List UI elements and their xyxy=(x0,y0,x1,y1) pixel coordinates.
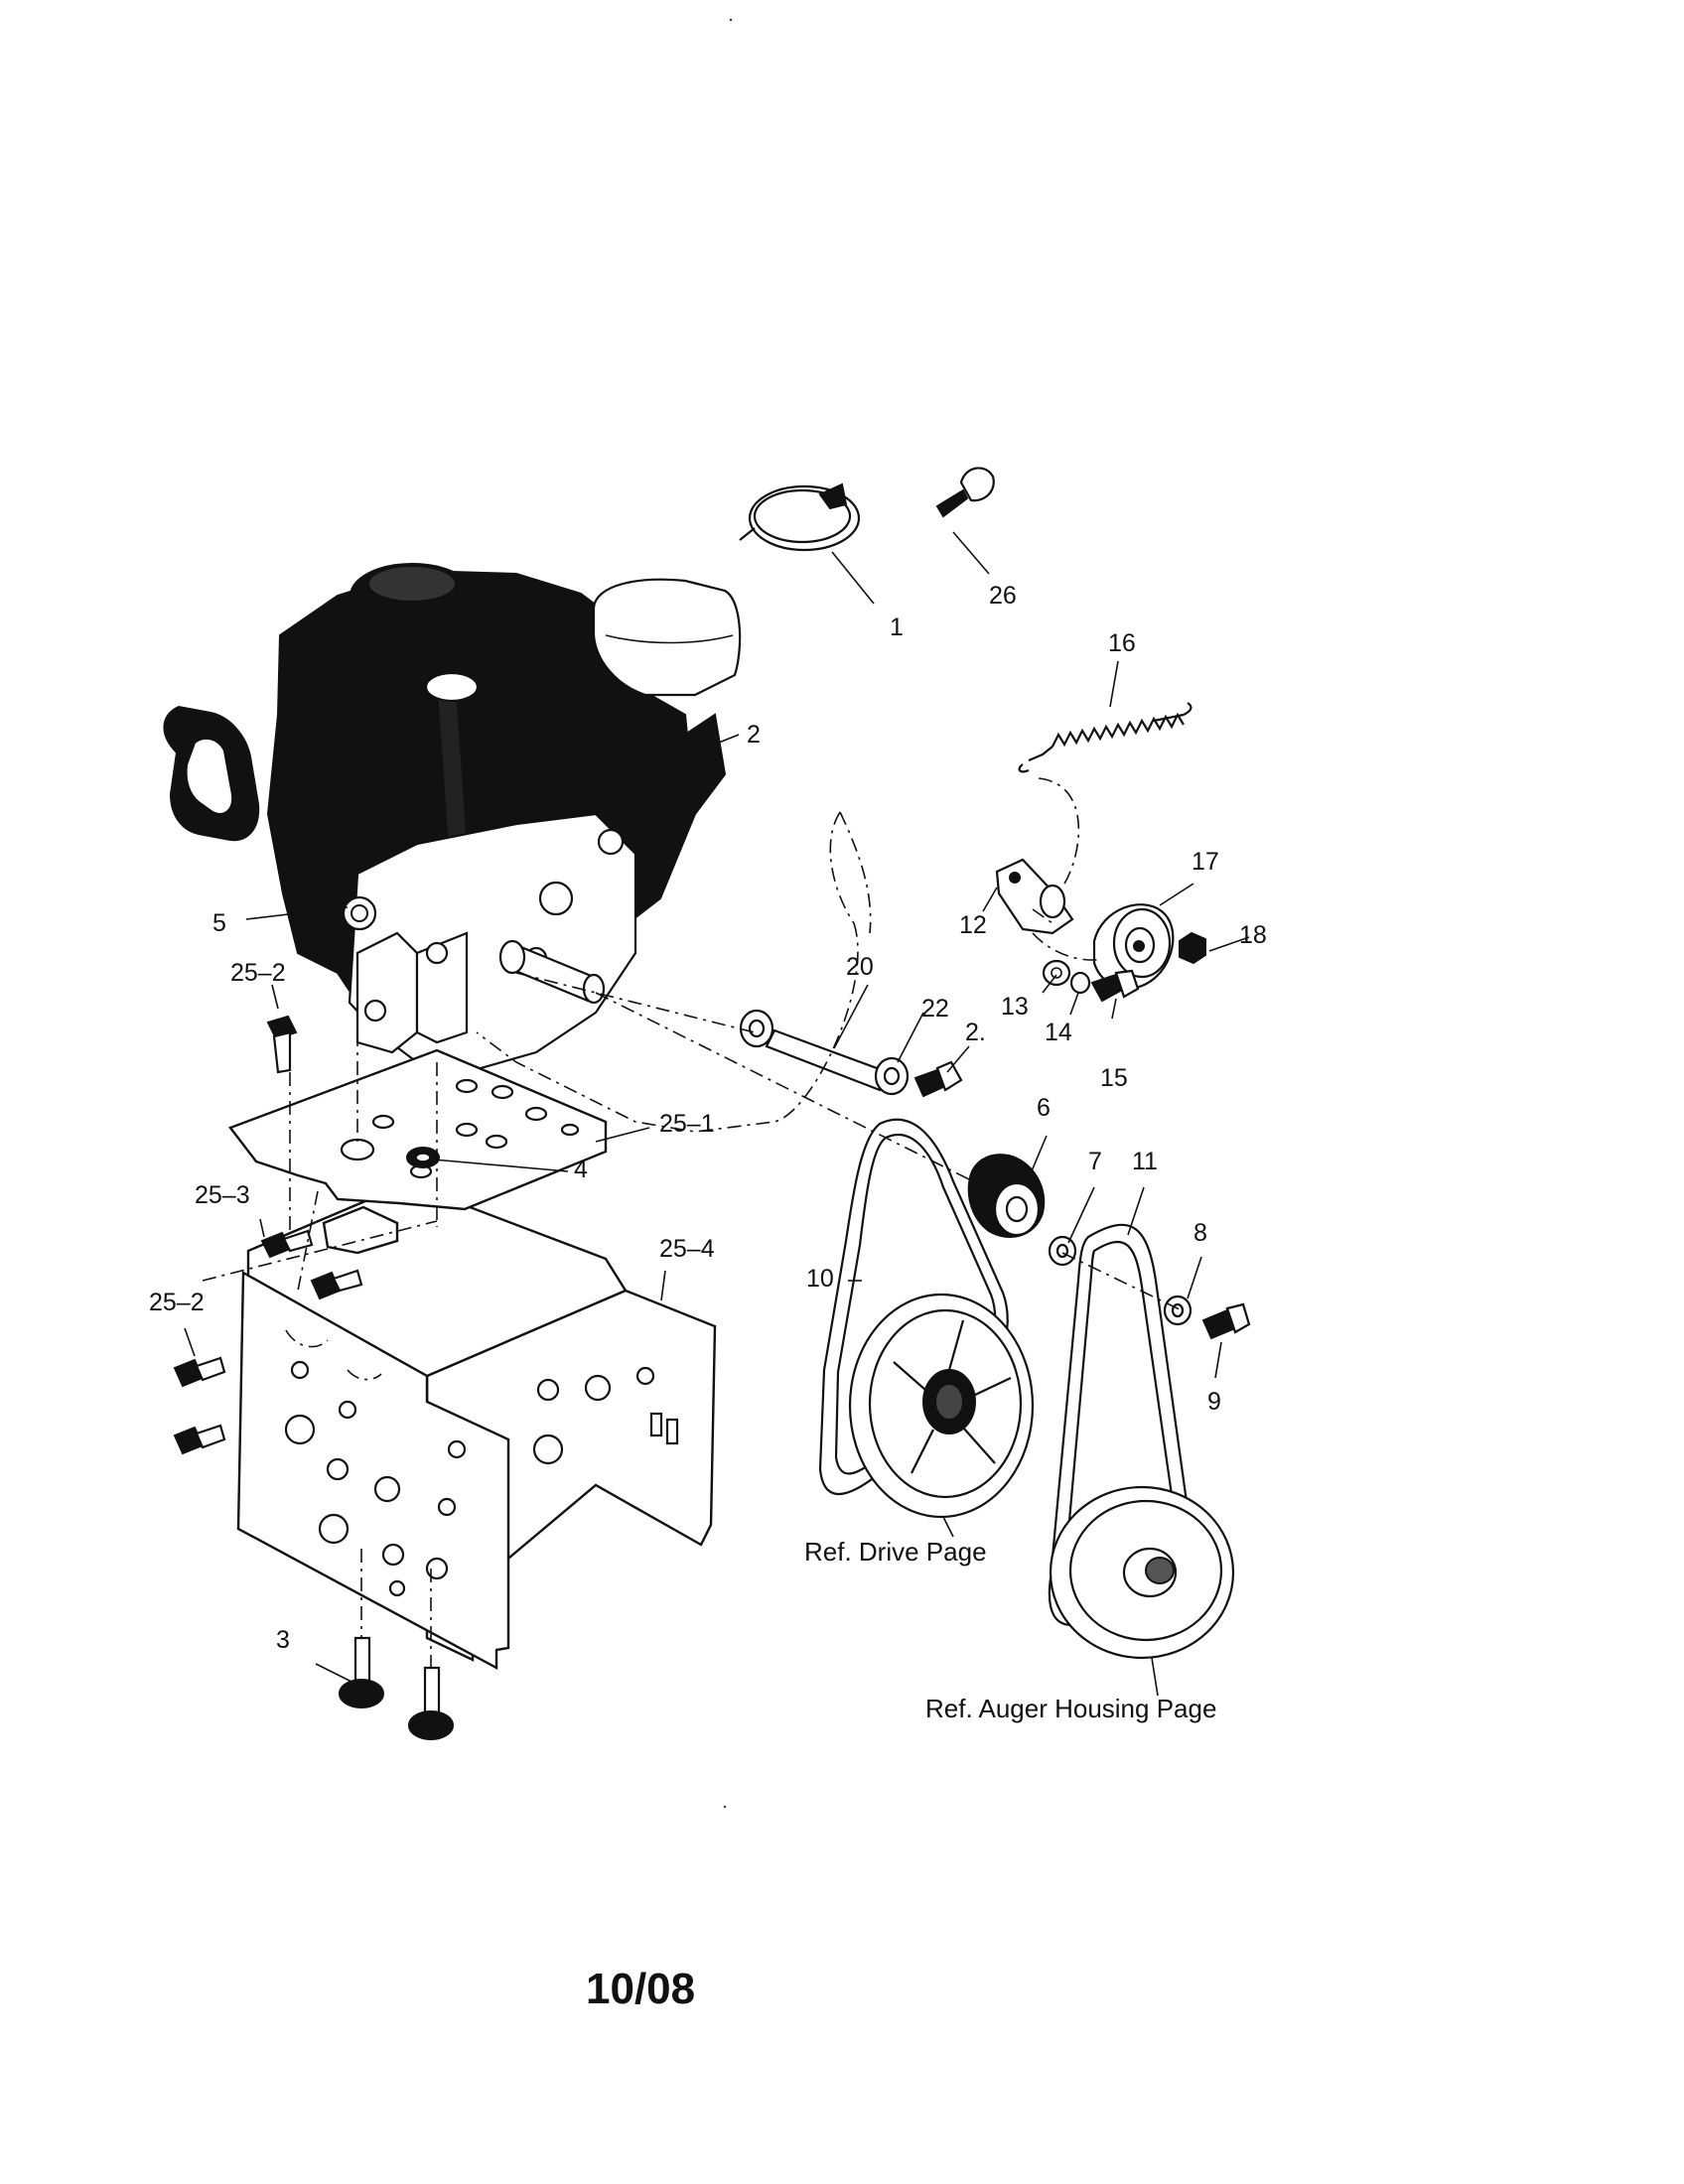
bolt-25-2-top xyxy=(266,1015,298,1074)
callout-25-2-top: 25–2 xyxy=(230,959,286,987)
callout-25-3: 25–3 xyxy=(195,1181,250,1209)
callout-16: 16 xyxy=(1108,629,1136,657)
bolt-25-3-a xyxy=(260,1229,314,1259)
frame xyxy=(236,1181,717,1671)
callout-17: 17 xyxy=(1192,848,1219,876)
callout-12: 12 xyxy=(959,911,987,939)
muffler xyxy=(592,578,742,697)
callout-22: 22 xyxy=(921,995,949,1023)
callout-8: 8 xyxy=(1193,1219,1207,1247)
idler-assembly xyxy=(995,858,1206,1003)
lock-washer xyxy=(1069,971,1091,995)
auger-belt xyxy=(1048,1223,1235,1660)
callout-3: 3 xyxy=(276,1626,290,1654)
frame-bolts xyxy=(173,1015,454,1740)
wire-harness xyxy=(739,482,861,552)
ignition-key xyxy=(935,467,995,518)
carriage-bolt-3a xyxy=(339,1636,384,1708)
extension-spring xyxy=(1018,702,1193,773)
bolt-25-2-b xyxy=(173,1424,226,1455)
callout-11: 11 xyxy=(1132,1148,1158,1175)
assembly-lines xyxy=(202,777,1183,1668)
pulley-hardware xyxy=(739,1009,1251,1340)
callout-18: 18 xyxy=(1239,921,1267,949)
callout-25-2-bottom: 25–2 xyxy=(149,1289,205,1316)
callout-15: 15 xyxy=(1100,1064,1128,1092)
oil-drain xyxy=(355,931,419,1054)
callout-25-1: 25–1 xyxy=(659,1110,715,1138)
callout-10: 10 xyxy=(806,1265,834,1293)
engine xyxy=(163,563,742,1074)
bolt-25-2-a xyxy=(173,1356,226,1388)
bolt-25-3-b xyxy=(310,1269,363,1300)
callout-5: 5 xyxy=(212,909,226,937)
callout-25-4: 25–4 xyxy=(659,1235,715,1263)
ref-auger-housing-page: Ref. Auger Housing Page xyxy=(925,1694,1216,1723)
lock-washer-star-1 xyxy=(340,1138,375,1161)
callout-14: 14 xyxy=(1045,1019,1072,1046)
callout-1: 1 xyxy=(890,614,904,641)
callout-2-dot: 2. xyxy=(965,1019,986,1046)
engine-mounting-plate xyxy=(228,1048,608,1211)
callout-6: 6 xyxy=(1037,1094,1051,1122)
leader-lines xyxy=(184,531,1250,1697)
callout-7: 7 xyxy=(1088,1148,1102,1175)
callout-26: 26 xyxy=(989,582,1017,610)
ref-drive-page: Ref. Drive Page xyxy=(804,1537,987,1567)
callout-20: 20 xyxy=(846,953,874,981)
callout-2: 2 xyxy=(747,721,761,749)
carriage-bolt-3b xyxy=(408,1666,454,1740)
hex-nut xyxy=(1179,931,1206,965)
callout-labels: 1 26 16 2 5 17 18 12 20 22 2. 13 14 15 2… xyxy=(149,582,1267,1654)
revision-date: 10/08 xyxy=(586,1965,695,2013)
drive-belt xyxy=(818,1118,1035,1519)
pulley-spacer xyxy=(765,1028,890,1092)
callout-9: 9 xyxy=(1207,1388,1221,1416)
callout-13: 13 xyxy=(1001,993,1029,1021)
callout-4: 4 xyxy=(574,1156,588,1183)
